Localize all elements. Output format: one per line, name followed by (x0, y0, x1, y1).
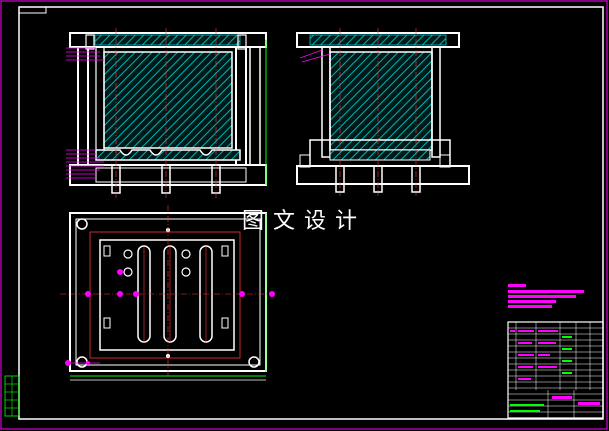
title-block (507, 321, 604, 419)
plan-view (60, 205, 276, 381)
side-section-view (296, 28, 470, 196)
binding-strip (4, 375, 20, 417)
watermark-text: 图文设计 (242, 209, 367, 234)
technical-notes (508, 284, 584, 308)
front-section-view (66, 28, 267, 198)
